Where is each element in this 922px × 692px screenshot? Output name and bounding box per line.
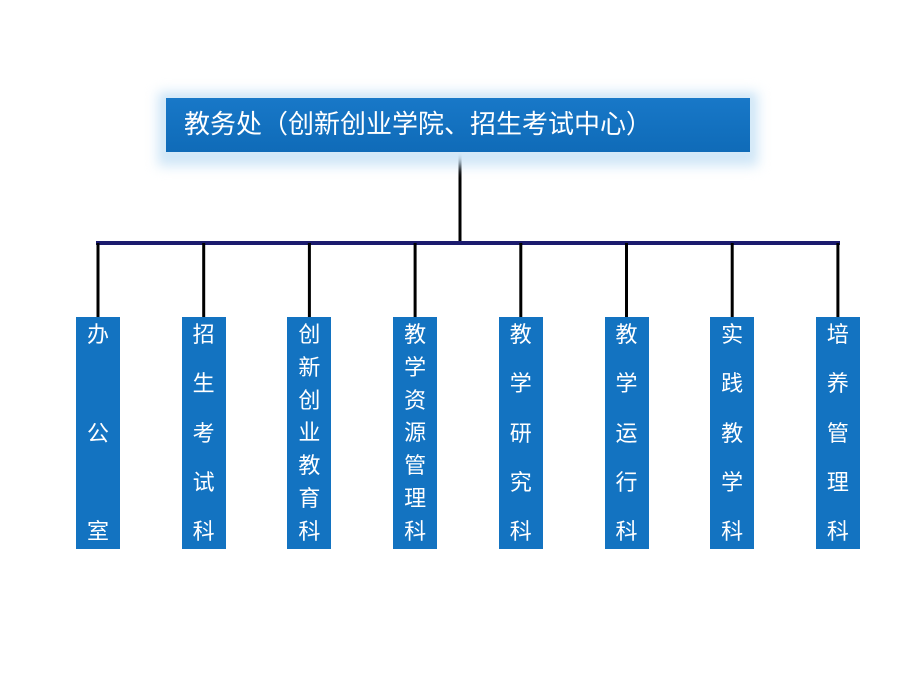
department-label-char: 科: [615, 520, 638, 545]
department-label-char: 资: [404, 388, 427, 414]
department-node: 培养管理科: [815, 317, 860, 549]
department-label-char: 科: [298, 519, 321, 545]
department-node: 教学资源管理科: [393, 317, 438, 549]
department-label-char: 学: [721, 470, 744, 496]
department-label-char: 践: [721, 372, 744, 398]
department-label-char: 学: [404, 355, 427, 381]
department-label-char: 研: [509, 421, 532, 447]
root-node: 教务处（创新创业学院、招生考试中心）: [166, 98, 750, 152]
department-label-char: 创: [298, 323, 321, 348]
department-label-char: 理: [826, 470, 849, 496]
department-node: 教学运行科: [604, 317, 649, 549]
department-label-char: 学: [509, 372, 532, 398]
department-label-char: 科: [721, 520, 744, 545]
department-node: 办公室: [76, 317, 120, 549]
department-label-char: 教: [404, 323, 427, 348]
department-label-char: 生: [192, 372, 215, 398]
root-node-label: 教务处（创新创业学院、招生考试中心）: [184, 110, 653, 140]
department-label-char: 公: [86, 421, 109, 447]
department-label-char: 室: [86, 520, 109, 545]
department-label-char: 管: [404, 454, 427, 480]
department-label-char: 学: [615, 372, 638, 398]
department-label-char: 源: [404, 421, 427, 447]
department-label-char: 养: [826, 372, 849, 398]
department-label-char: 理: [404, 487, 427, 513]
department-label-char: 办: [86, 323, 109, 348]
department-node: 实践教学科: [710, 317, 755, 549]
department-label-char: 试: [192, 470, 215, 496]
department-label-char: 教: [298, 454, 321, 480]
department-label-char: 管: [826, 421, 849, 447]
department-label-char: 新: [298, 355, 321, 381]
department-node: 招生考试科: [181, 317, 226, 549]
department-label-char: 实: [721, 323, 744, 348]
department-node: 教学研究科: [498, 317, 543, 549]
department-label-char: 培: [826, 323, 849, 348]
department-label-char: 行: [615, 470, 638, 496]
department-label-char: 科: [192, 520, 215, 545]
department-label-char: 教: [615, 323, 638, 348]
department-node: 创新创业教育科: [287, 317, 332, 549]
department-label-char: 招: [192, 323, 215, 348]
department-label-char: 育: [298, 487, 321, 513]
department-label-char: 教: [509, 323, 532, 348]
department-label-char: 科: [826, 520, 849, 545]
department-label-char: 创: [298, 388, 321, 414]
department-label-char: 究: [509, 470, 532, 496]
department-label-char: 考: [192, 421, 215, 447]
department-label-char: 运: [615, 421, 638, 447]
department-label-char: 科: [404, 519, 427, 545]
department-label-char: 教: [721, 421, 744, 447]
department-label-char: 业: [298, 421, 321, 447]
department-label-char: 科: [509, 520, 532, 545]
